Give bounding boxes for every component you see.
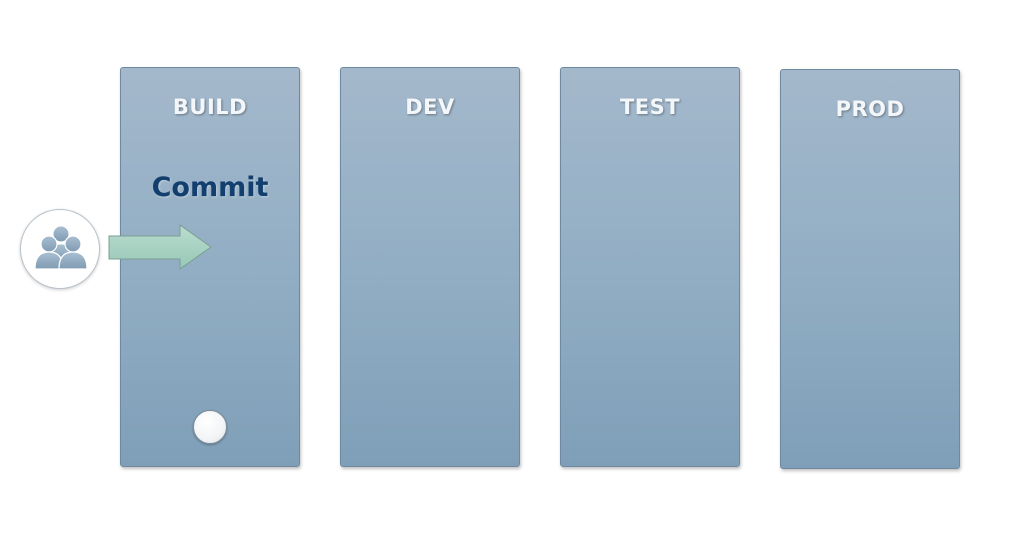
team-icon bbox=[34, 225, 88, 270]
commit-label: Commit bbox=[151, 172, 269, 203]
stage-title-build: BUILD bbox=[172, 95, 248, 119]
stage-title-dev: DEV bbox=[405, 95, 455, 119]
team-avatar bbox=[20, 209, 100, 289]
stage-title-test: TEST bbox=[619, 95, 681, 119]
stage-column-test: TEST bbox=[560, 67, 740, 467]
stage-column-prod: PROD bbox=[780, 69, 960, 469]
arrow-right-icon bbox=[108, 224, 212, 270]
stage-column-build: BUILD bbox=[120, 67, 300, 467]
stage-column-dev: DEV bbox=[340, 67, 520, 467]
stage-title-prod: PROD bbox=[835, 97, 905, 121]
pipeline-token bbox=[193, 410, 227, 444]
